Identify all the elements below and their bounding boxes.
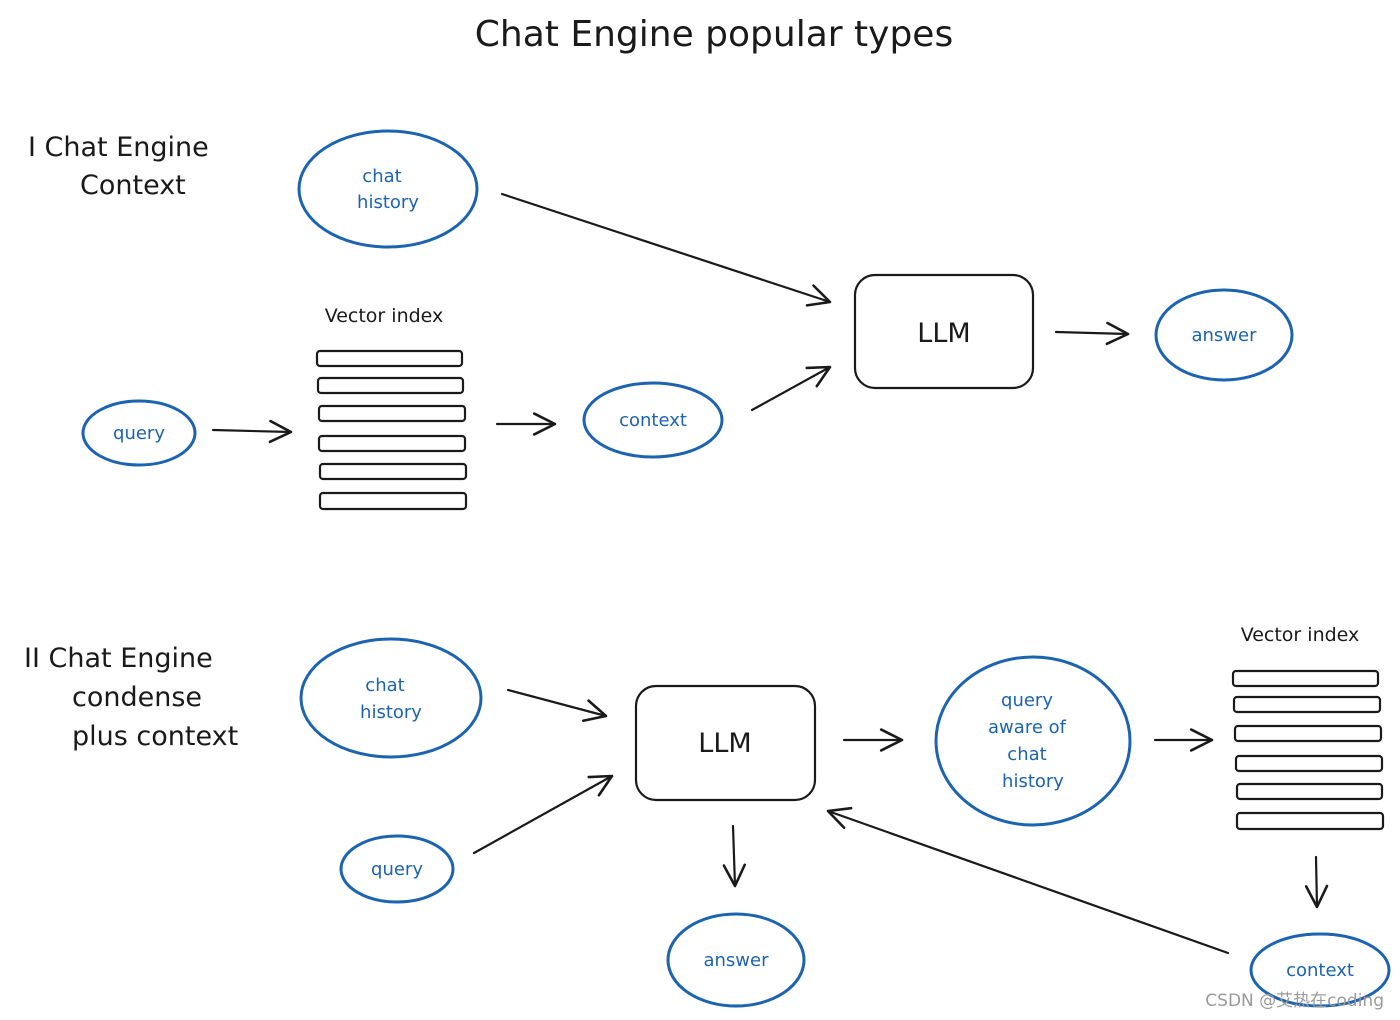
s1-answer-ellipse (1154, 288, 1294, 382)
s2-context-label: context (1286, 960, 1354, 981)
s2-index-row (1235, 782, 1384, 801)
s2-index-row (1232, 695, 1382, 714)
diagram-title: Chat Engine popular types (475, 14, 953, 55)
s2-index-row (1231, 669, 1380, 688)
s2-chat-history-node: chat history (299, 637, 483, 759)
s2-llm-label: LLM (698, 728, 751, 759)
s2-chat-history-line-2: history (360, 702, 422, 723)
s2-arrow-context-to-llm (826, 806, 1230, 955)
s2-query-aware-line-3: chat (1007, 744, 1046, 765)
s2-vector-index-stack (1231, 669, 1385, 831)
s1-index-row (318, 462, 468, 481)
s2-index-row (1233, 724, 1383, 743)
s1-vector-index-stack (315, 349, 468, 511)
s2-query-ellipse (339, 834, 455, 904)
s2-query-node: query (339, 834, 455, 904)
s2-query-aware-line-2: aware of (988, 717, 1067, 738)
s1-index-row (317, 404, 467, 423)
s1-arrow-llm-to-answer (1054, 321, 1130, 346)
s1-llm-box (853, 273, 1035, 390)
s2-chat-history-ellipse (299, 637, 483, 759)
s2-arrow-index-to-context (1304, 855, 1329, 909)
s1-chat-history-line-2: history (357, 192, 419, 213)
s2-context-ellipse (1249, 932, 1391, 1008)
s1-context-node: context (582, 381, 724, 459)
section-1-label-line-1: I Chat Engine (28, 132, 209, 163)
s2-context-node: context (1249, 932, 1391, 1008)
section-2-label-line-2: condense (72, 682, 202, 713)
section-1: I Chat Engine Context chat history Vecto… (28, 129, 1294, 511)
s1-index-row (315, 349, 464, 368)
s1-arrow-query-to-index (211, 419, 293, 444)
s2-llm-node: LLM (634, 684, 817, 802)
s1-query-ellipse (81, 399, 197, 467)
s1-answer-node: answer (1154, 288, 1294, 382)
s1-query-node: query (81, 399, 197, 467)
s1-index-row (318, 491, 468, 511)
s2-answer-ellipse (666, 912, 806, 1008)
s2-query-aware-ellipse (934, 655, 1132, 827)
s2-answer-node: answer (666, 912, 806, 1008)
s2-llm-box (634, 684, 817, 802)
section-2-label-line-3: plus context (72, 721, 238, 752)
s1-index-row (316, 376, 465, 395)
s1-chat-history-ellipse (297, 129, 479, 249)
s1-query-label: query (113, 423, 165, 444)
s2-answer-label: answer (703, 950, 769, 971)
s1-llm-node: LLM (853, 273, 1035, 390)
s1-context-label: context (619, 410, 687, 431)
watermark-text: CSDN @艾热在coding (1205, 991, 1384, 1011)
s1-llm-label: LLM (917, 318, 970, 349)
s2-vector-index-label: Vector index (1241, 624, 1360, 646)
s1-arrow-history-to-llm (500, 192, 832, 307)
section-2: II Chat Engine condense plus context cha… (24, 624, 1391, 1008)
s2-chat-history-line-1: chat (365, 675, 404, 696)
s2-index-row (1235, 811, 1385, 831)
s1-arrow-context-to-llm (750, 365, 832, 412)
s2-query-aware-node: query aware of chat history (934, 655, 1132, 827)
s2-arrow-history-to-llm (506, 688, 608, 723)
s2-arrow-query-to-llm (472, 774, 614, 855)
s1-chat-history-line-1: chat (362, 166, 401, 187)
s2-index-row (1234, 754, 1384, 773)
s1-chat-history-node: chat history (297, 129, 479, 249)
s2-query-label: query (371, 859, 423, 880)
section-1-label-line-2: Context (80, 170, 186, 201)
s2-arrow-llm-to-answer (722, 824, 747, 888)
section-2-label-line-1: II Chat Engine (24, 643, 213, 674)
s1-answer-label: answer (1191, 325, 1257, 346)
s1-index-row (317, 434, 467, 453)
s2-query-aware-line-1: query (1001, 690, 1053, 711)
s1-vector-index-label: Vector index (325, 305, 444, 327)
s1-context-ellipse (582, 381, 724, 459)
s2-query-aware-line-4: history (1002, 771, 1064, 792)
